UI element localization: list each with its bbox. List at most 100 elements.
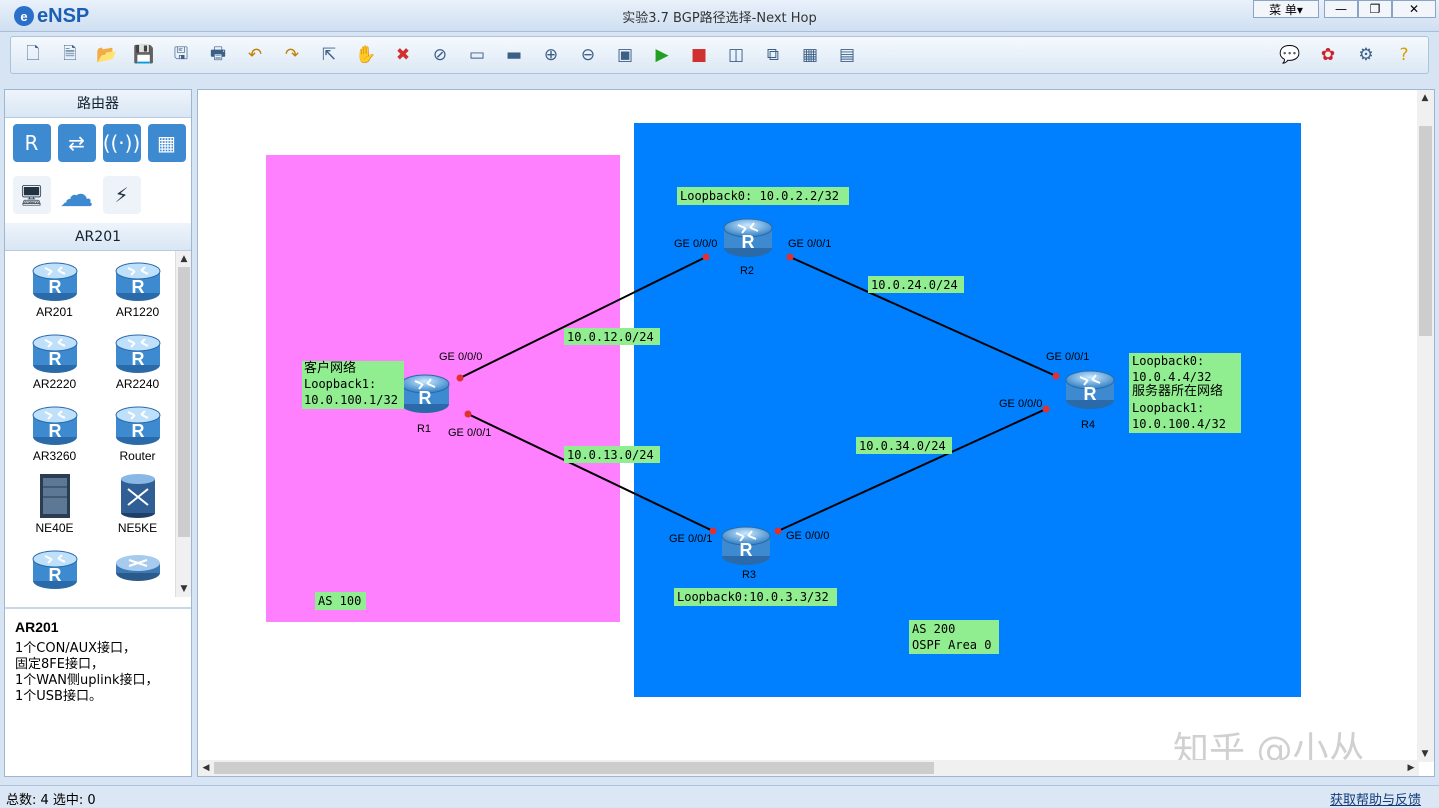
router-device-icon: R — [115, 257, 161, 301]
start-icon[interactable]: ▶ — [655, 45, 669, 65]
delete-icon[interactable]: ✖ — [395, 45, 411, 65]
new-topology-icon[interactable]: 🗋 — [26, 43, 40, 64]
save-icon[interactable]: 💾 — [133, 45, 155, 65]
help-icon[interactable]: ? — [1399, 45, 1409, 65]
scroll-right-icon[interactable]: ▶ — [1407, 763, 1415, 773]
device-item[interactable]: R AR2220 — [13, 329, 96, 391]
grid-icon[interactable]: ▦ — [801, 45, 819, 65]
zoom-out-icon[interactable]: ⊖ — [580, 45, 596, 65]
save-as-icon[interactable]: 🖫 — [173, 43, 189, 64]
router-r4[interactable] — [1065, 370, 1115, 410]
link-r1-r2[interactable] — [459, 256, 707, 379]
switch-icon[interactable]: ⇄ — [57, 124, 96, 162]
scroll-thumb[interactable] — [178, 267, 190, 537]
port-label: GE 0/0/0 — [999, 398, 1042, 410]
port-dot[interactable] — [456, 374, 464, 382]
router-r2[interactable] — [723, 218, 773, 258]
router-icon[interactable]: R — [12, 124, 51, 162]
text-icon[interactable]: ▭ — [468, 45, 486, 65]
rectangle-icon[interactable]: ▬ — [505, 45, 523, 65]
close-button[interactable]: ✕ — [1392, 0, 1436, 18]
status-count: 总数: 4 选中: 0 — [6, 793, 96, 808]
r2-loopback-label: Loopback0: 10.0.2.2/32 — [680, 189, 839, 203]
chat-icon[interactable]: 💬 — [1279, 45, 1301, 65]
redo-icon[interactable]: ↷ — [284, 45, 300, 65]
scroll-left-icon[interactable]: ◀ — [202, 763, 210, 773]
canvas-horizontal-scrollbar[interactable]: ◀ ▶ — [198, 760, 1419, 776]
watermark: 知乎 @小丛 — [1173, 730, 1364, 762]
router-label-r1: R1 — [417, 423, 431, 435]
link-r3-r4[interactable] — [777, 408, 1047, 532]
canvas-hscroll-thumb[interactable] — [214, 762, 934, 774]
fit-icon[interactable]: ▣ — [616, 45, 634, 65]
link-r1-r3[interactable] — [467, 413, 714, 532]
link-r2-r4[interactable] — [789, 256, 1057, 377]
topology-svg[interactable]: R R1 R2 R3 R4 GE 0/0/0 G — [198, 90, 1418, 762]
router-device-icon: R — [32, 329, 78, 373]
port-dot[interactable] — [786, 253, 794, 261]
other-device-icon[interactable]: ⚡ — [102, 175, 141, 214]
zoom-in-icon[interactable]: ⊕ — [543, 45, 559, 65]
open-icon[interactable]: 📂 — [96, 45, 118, 65]
scroll-down-icon[interactable]: ▼ — [180, 584, 188, 594]
undo-icon[interactable]: ↶ — [247, 45, 263, 65]
help-feedback-link[interactable]: 获取帮助与反馈 — [1329, 793, 1421, 808]
device-list-header: AR201 — [5, 223, 191, 251]
cloud-icon[interactable]: ☁ — [59, 174, 94, 215]
device-list-scrollbar[interactable]: ▲ ▼ — [175, 251, 191, 597]
device-label: AR2220 — [32, 377, 77, 391]
new-device-icon[interactable]: 🗎 — [63, 43, 77, 64]
router-device-icon: R — [115, 401, 161, 445]
pan-icon[interactable]: ✋ — [355, 45, 377, 65]
r4-info-line: 10.0.4.4/32 — [1132, 370, 1211, 384]
topology-canvas[interactable]: R R1 R2 R3 R4 GE 0/0/0 G — [197, 89, 1435, 777]
pc-icon[interactable]: 🖥 — [12, 175, 51, 214]
firewall-icon[interactable]: ▦ — [147, 124, 186, 162]
canvas-vertical-scrollbar[interactable]: ▲ ▼ — [1417, 90, 1434, 762]
stop-icon[interactable]: ■ — [690, 45, 708, 65]
delete-link-icon[interactable]: ⊘ — [432, 45, 448, 65]
device-item[interactable]: R — [13, 545, 96, 593]
huawei-icon[interactable]: ✿ — [1320, 45, 1336, 65]
terminal-icon[interactable]: ▤ — [838, 45, 856, 65]
canvas-vscroll-thumb[interactable] — [1419, 126, 1432, 336]
subnet-label-r3-r4: 10.0.34.0/24 — [859, 439, 946, 453]
print-icon[interactable]: 🖶 — [209, 43, 227, 64]
port-dot[interactable] — [774, 527, 782, 535]
scroll-down-icon[interactable]: ▼ — [1421, 749, 1429, 759]
scroll-up-icon[interactable]: ▲ — [180, 254, 188, 264]
toolbar-left-group: 🗋 🗎 📂 💾 🖫 🖶 ↶ ↷ ⇱ ✋ ✖ ⊘ ▭ ▬ ⊕ ⊖ ▣ ▶ ■ ◫ ⧉ ▦ ▤ — [17, 41, 863, 69]
port-label: GE 0/0/1 — [669, 533, 712, 545]
scroll-up-icon[interactable]: ▲ — [1421, 93, 1429, 103]
port-label: GE 0/0/1 — [788, 238, 831, 250]
svg-text:R: R — [131, 277, 144, 297]
port-dot[interactable] — [709, 527, 717, 535]
settings-icon[interactable]: ⚙ — [1358, 45, 1374, 65]
select-icon[interactable]: ⇱ — [321, 45, 337, 65]
maximize-button[interactable]: ❐ — [1358, 0, 1392, 18]
router-device-icon: R — [32, 401, 78, 445]
minimize-button[interactable]: — — [1324, 0, 1358, 18]
port-dot[interactable] — [702, 253, 710, 261]
port-dot[interactable] — [1042, 405, 1050, 413]
device-item[interactable] — [96, 545, 179, 593]
wireless-icon[interactable]: ((·)) — [102, 124, 141, 162]
port-dot[interactable] — [1052, 372, 1060, 380]
capture-icon[interactable]: ◫ — [727, 45, 745, 65]
router-r3[interactable] — [721, 526, 771, 566]
device-item[interactable]: NE40E — [13, 473, 96, 535]
router-r1[interactable] — [400, 374, 450, 414]
port-dot[interactable] — [464, 410, 472, 418]
device-label: AR1220 — [115, 305, 160, 319]
device-item[interactable]: R AR1220 — [96, 257, 179, 319]
topology-icon[interactable]: ⧉ — [766, 45, 780, 65]
device-label: NE5KE — [117, 521, 158, 535]
r4-info-line: Loopback0: — [1132, 354, 1204, 368]
router-label-r3: R3 — [742, 569, 756, 581]
device-item[interactable]: NE5KE — [96, 473, 179, 535]
main-menu-button[interactable]: 菜 单▾ — [1253, 0, 1319, 18]
